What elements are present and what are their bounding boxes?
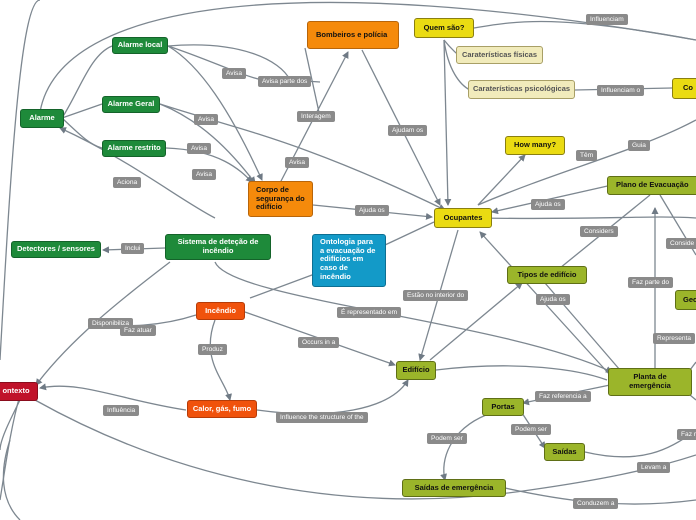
label-podem-ser-portas: Podem ser bbox=[511, 424, 551, 435]
label-faz-r-partial: Faz r bbox=[677, 429, 696, 440]
label-influenciam: Influenciam bbox=[586, 14, 628, 25]
label-representa: Representa bbox=[653, 333, 696, 344]
node-caracteristicas-psicologicas[interactable]: Caraterísticas psicológicas bbox=[468, 80, 575, 99]
label-influenciam-o: Influenciam o bbox=[597, 85, 645, 96]
label-avisa-geral: Avisa bbox=[194, 114, 219, 125]
node-saidas-emergencia[interactable]: Saídas de emergência bbox=[402, 479, 506, 497]
label-influencia: Influência bbox=[103, 405, 140, 416]
node-sistema-detecao[interactable]: Sistema de deteção de incêndio bbox=[165, 234, 271, 260]
label-estao-interior: Estão no interior do bbox=[403, 290, 469, 301]
label-interagem: Interagem bbox=[297, 111, 335, 122]
label-influence-structure: Influence the structure of the bbox=[276, 412, 368, 423]
label-ajuda-os-plano: Ajuda os bbox=[531, 199, 565, 210]
node-ontologia-root[interactable]: Ontologia para a evacuação de edifícios … bbox=[312, 234, 386, 287]
label-occurs-in-a: Occurs in a bbox=[298, 337, 340, 348]
node-tipos-edificio[interactable]: Tipos de edifício bbox=[507, 266, 587, 284]
label-ajuda-os-tipos: Ajuda os bbox=[536, 294, 570, 305]
label-produz: Produz bbox=[198, 344, 227, 355]
label-considers: Considers bbox=[580, 226, 618, 237]
node-portas[interactable]: Portas bbox=[482, 398, 524, 416]
label-podem-ser-saidas: Podem ser bbox=[427, 433, 467, 444]
label-avisa-corpo: Avisa bbox=[285, 157, 310, 168]
label-disponibiliza: Disponibiliza bbox=[88, 318, 134, 329]
node-geo-partial[interactable]: Geo bbox=[675, 290, 696, 310]
node-edificio[interactable]: Edifício bbox=[396, 361, 436, 380]
label-guia: Guia bbox=[628, 140, 650, 151]
node-alarme-local[interactable]: Alarme local bbox=[112, 37, 168, 54]
node-planta-emergencia[interactable]: Planta de emergência bbox=[608, 368, 692, 396]
label-e-representado-em: É representado em bbox=[337, 307, 402, 318]
node-plano-evacuacao[interactable]: Plano de Evacuação bbox=[607, 176, 696, 195]
label-conside-partial: Conside bbox=[666, 238, 696, 249]
label-faz-atuar: Faz atuar bbox=[120, 325, 156, 336]
node-alarme[interactable]: Alarme bbox=[20, 109, 64, 128]
label-avisa-restrito: Avisa bbox=[187, 143, 212, 154]
node-corpo-seguranca[interactable]: Corpo de segurança do edifício bbox=[248, 181, 313, 217]
node-saidas[interactable]: Saídas bbox=[544, 443, 585, 461]
label-avisa-parte-dos: Avisa parte dos bbox=[258, 76, 312, 87]
node-ocupantes[interactable]: Ocupantes bbox=[434, 208, 492, 228]
node-alarme-geral[interactable]: Alarme Geral bbox=[102, 96, 160, 113]
label-avisa-restrito-2: Avisa bbox=[192, 169, 217, 180]
label-avisa-local: Avisa bbox=[222, 68, 247, 79]
label-conduzem-a: Conduzem a bbox=[573, 498, 619, 509]
node-calor-gas-fumo[interactable]: Calor, gás, fumo bbox=[187, 400, 257, 418]
node-contexto[interactable]: ontexto bbox=[0, 382, 38, 401]
label-tem: Têm bbox=[576, 150, 598, 161]
node-detectores-sensores[interactable]: Detectores / sensores bbox=[11, 241, 101, 258]
node-caracteristicas-fisicas[interactable]: Caraterísticas físicas bbox=[456, 46, 543, 64]
label-aciona: Aciona bbox=[113, 177, 142, 188]
node-alarme-restrito[interactable]: Alarme restrito bbox=[102, 140, 166, 157]
label-inclui: Inclui bbox=[121, 243, 145, 254]
node-quem-sao[interactable]: Quem são? bbox=[414, 18, 474, 38]
node-co-partial[interactable]: Co bbox=[672, 78, 696, 99]
label-faz-referencia-a: Faz referencia a bbox=[535, 391, 591, 402]
node-incendio[interactable]: Incêndio bbox=[196, 302, 245, 320]
label-ajuda-os-corpo: Ajuda os bbox=[355, 205, 389, 216]
label-faz-parte-do: Faz parte do bbox=[628, 277, 674, 288]
label-levam-a: Levam a bbox=[637, 462, 671, 473]
node-bombeiros-policia[interactable]: Bombeiros e polícia bbox=[307, 21, 399, 49]
label-ajudam-os: Ajudam os bbox=[388, 125, 428, 136]
node-how-many[interactable]: How many? bbox=[505, 136, 565, 155]
